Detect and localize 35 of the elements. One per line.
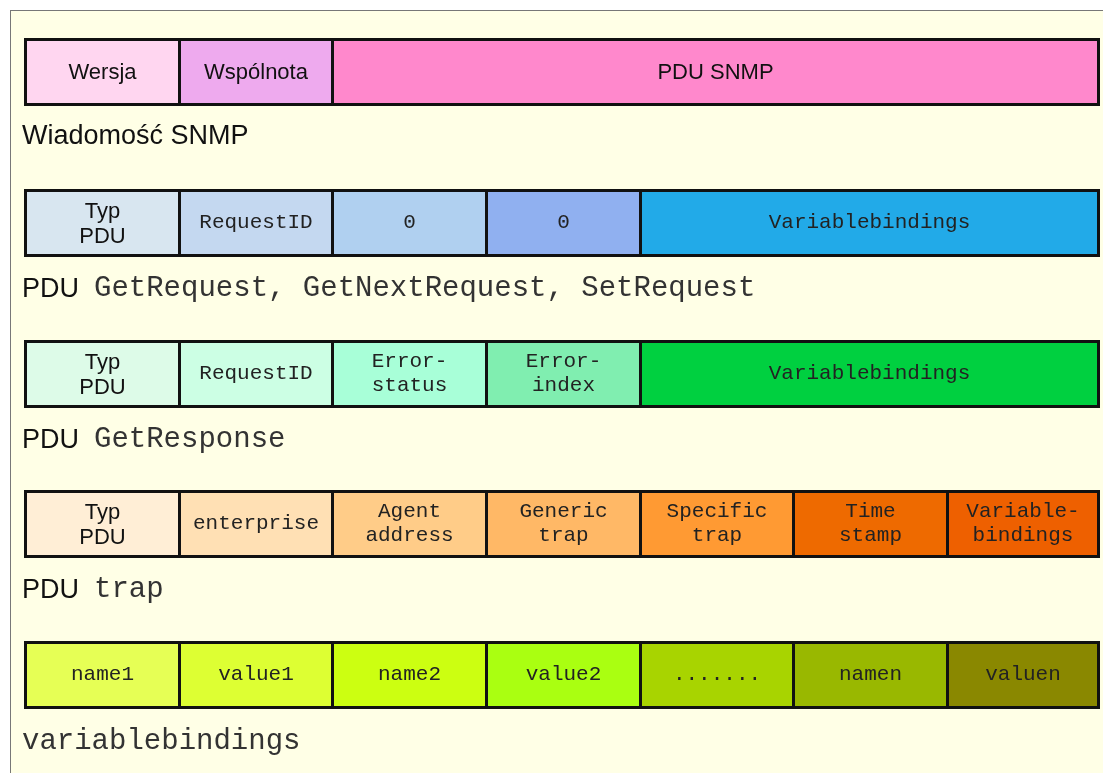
field-cell: Typ PDU (24, 340, 181, 408)
code-caption: trap (94, 573, 164, 606)
field-cell: Variablebindings (639, 189, 1100, 257)
field-cell: PDU SNMP (331, 38, 1100, 106)
field-cell: valuen (946, 641, 1100, 709)
field-cell: enterprise (178, 490, 334, 558)
field-cell: Agent address (331, 490, 488, 558)
code-caption: GetRequest, GetNextRequest, SetRequest (94, 272, 756, 305)
field-cell: Variablebindings (639, 340, 1100, 408)
field-cell: name1 (24, 641, 181, 709)
field-cell: value2 (485, 641, 642, 709)
field-cell: namen (792, 641, 949, 709)
code-caption: variablebindings (22, 725, 301, 758)
field-cell: name2 (331, 641, 488, 709)
field-cell: ....... (639, 641, 795, 709)
field-cell: value1 (178, 641, 334, 709)
caption: PDU (22, 424, 79, 455)
field-cell: Wersja (24, 38, 181, 106)
field-cell: Error- index (485, 340, 642, 408)
field-cell: Variable- bindings (946, 490, 1100, 558)
field-cell: 0 (485, 189, 642, 257)
caption: PDU (22, 273, 79, 304)
caption: PDU (22, 574, 79, 605)
field-cell: RequestID (178, 340, 334, 408)
field-cell: Typ PDU (24, 490, 181, 558)
field-cell: Typ PDU (24, 189, 181, 257)
field-cell: Wspólnota (178, 38, 334, 106)
field-cell: Error- status (331, 340, 488, 408)
field-cell: Specific trap (639, 490, 795, 558)
field-cell: Time stamp (792, 490, 949, 558)
caption: Wiadomość SNMP (22, 120, 249, 151)
field-cell: Generic trap (485, 490, 642, 558)
field-cell: RequestID (178, 189, 334, 257)
code-caption: GetResponse (94, 423, 286, 456)
field-cell: 0 (331, 189, 488, 257)
